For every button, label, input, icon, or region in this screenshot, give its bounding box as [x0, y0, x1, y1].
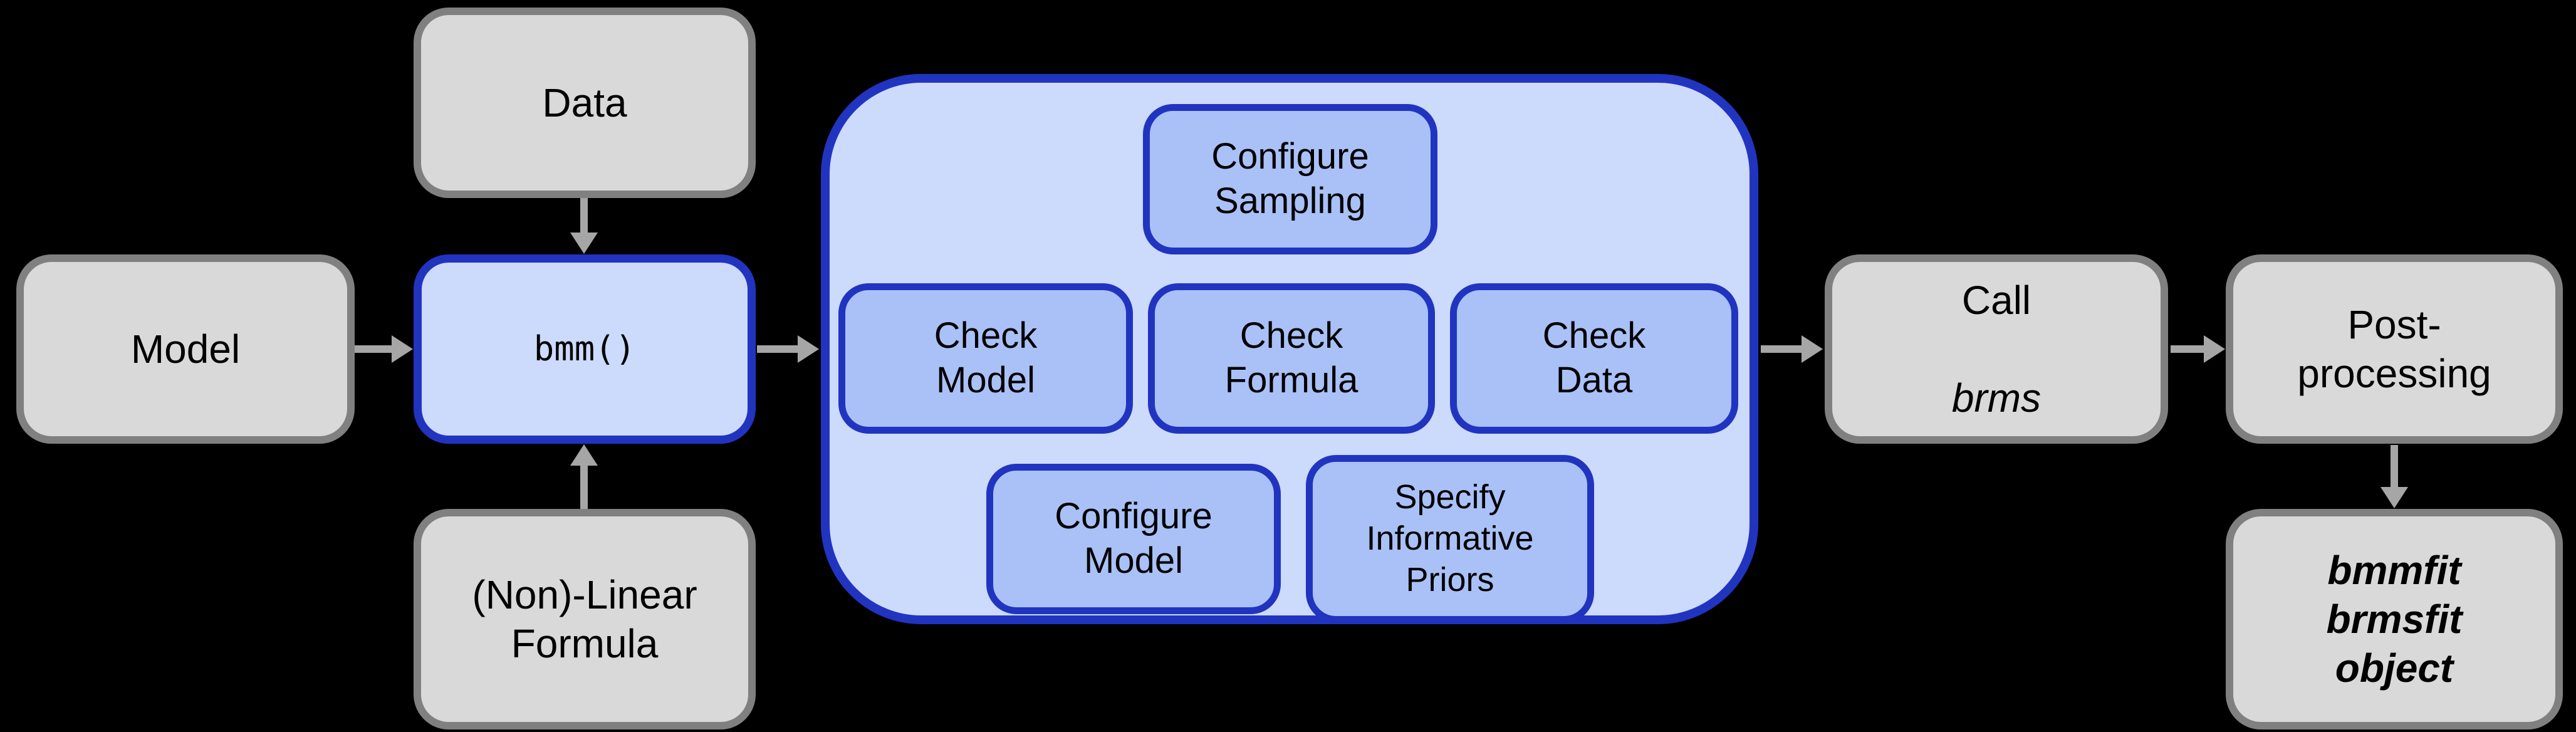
- node-post-processing-label: Post- processing: [2297, 301, 2491, 396]
- arrow-model-to-bmm: [355, 345, 392, 353]
- node-specify-priors: Specify Informative Priors: [1306, 455, 1594, 623]
- node-model: Model: [16, 254, 355, 444]
- node-check-formula-label: Check Formula: [1224, 315, 1358, 400]
- arrow-steps-to-call-brms: [1761, 345, 1802, 353]
- node-formula-label: (Non)-Linear Formula: [472, 572, 697, 666]
- node-check-data: Check Data: [1450, 283, 1738, 434]
- node-bmmfit-object-label: bmmfit brmsfit object: [2326, 547, 2463, 691]
- node-data-label: Data: [542, 80, 627, 125]
- arrow-data-to-bmm: [580, 198, 588, 233]
- node-check-model-label: Check Model: [934, 315, 1038, 400]
- node-configure-model: Configure Model: [986, 464, 1281, 614]
- steps-container: Configure Sampling Check Model Check For…: [821, 74, 1758, 624]
- node-check-model: Check Model: [838, 283, 1133, 434]
- node-post-processing: Post- processing: [2226, 254, 2563, 444]
- node-configure-model-label: Configure Model: [1055, 496, 1212, 581]
- arrow-call-brms-to-post-processing: [2171, 345, 2204, 353]
- node-configure-sampling: Configure Sampling: [1143, 104, 1437, 254]
- node-bmmfit-object: bmmfit brmsfit object: [2226, 509, 2563, 729]
- node-check-formula: Check Formula: [1148, 283, 1435, 434]
- arrow-post-processing-to-bmmfit: [2391, 445, 2398, 488]
- node-check-data-label: Check Data: [1542, 315, 1646, 400]
- node-configure-sampling-label: Configure Sampling: [1211, 136, 1369, 221]
- node-data: Data: [414, 8, 756, 198]
- node-call-brms-line1: Call: [1961, 277, 2031, 323]
- node-call-brms: Call brms: [1825, 254, 2168, 444]
- node-specify-priors-label: Specify Informative Priors: [1366, 478, 1534, 599]
- node-formula: (Non)-Linear Formula: [414, 509, 756, 729]
- node-bmm-label: bmm(): [533, 329, 636, 369]
- arrow-formula-to-bmm: [580, 465, 588, 509]
- node-bmm-function: bmm(): [414, 254, 756, 444]
- node-model-label: Model: [130, 326, 241, 372]
- node-call-brms-line2: brms: [1951, 375, 2042, 421]
- arrow-bmm-to-steps: [757, 345, 798, 353]
